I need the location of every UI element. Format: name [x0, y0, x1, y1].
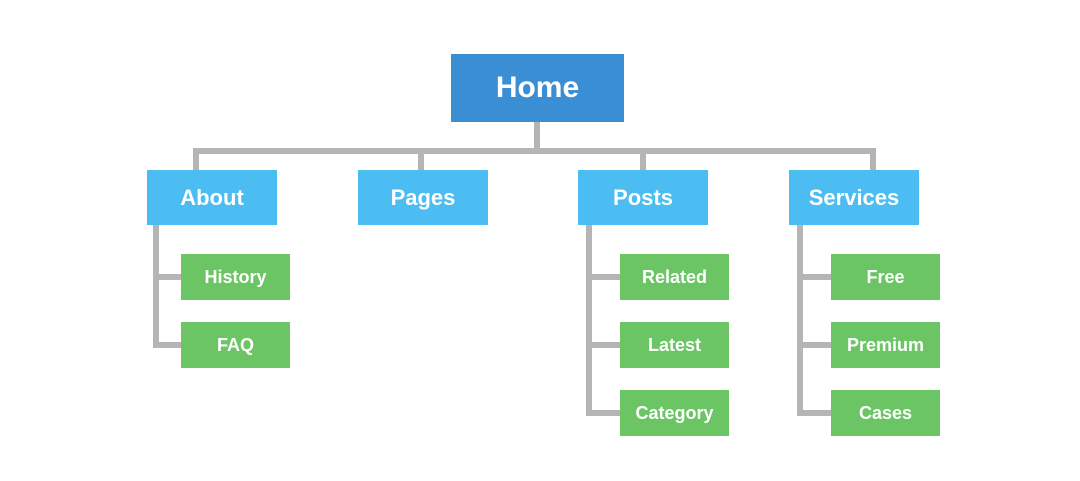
node-pages[interactable]: Pages: [358, 170, 488, 225]
node-services[interactable]: Services: [789, 170, 919, 225]
node-premium[interactable]: Premium: [831, 322, 940, 368]
node-category[interactable]: Category: [620, 390, 729, 436]
node-history[interactable]: History: [181, 254, 290, 300]
node-posts[interactable]: Posts: [578, 170, 708, 225]
node-faq[interactable]: FAQ: [181, 322, 290, 368]
node-cases[interactable]: Cases: [831, 390, 940, 436]
node-latest[interactable]: Latest: [620, 322, 729, 368]
node-home[interactable]: Home: [451, 54, 624, 122]
node-free[interactable]: Free: [831, 254, 940, 300]
node-about[interactable]: About: [147, 170, 277, 225]
node-related[interactable]: Related: [620, 254, 729, 300]
